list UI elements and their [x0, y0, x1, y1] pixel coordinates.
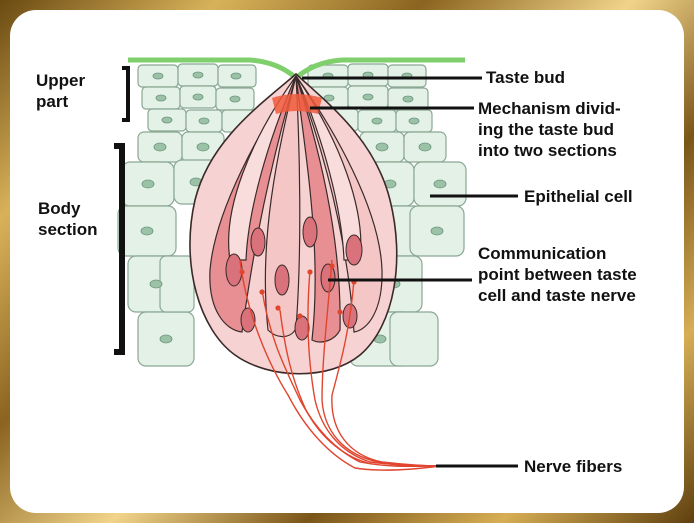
label-taste-bud: Taste bud — [486, 67, 565, 88]
diagram-panel: Upper part Body section Taste bud Mechan… — [10, 10, 684, 513]
bracket-upper-part — [122, 68, 128, 120]
label-mechanism: Mechanism divid- ing the taste bud into … — [478, 98, 621, 161]
label-communication-point: Communication point between taste cell a… — [478, 243, 637, 306]
label-upper-part: Upper part — [36, 70, 85, 112]
label-nerve-fibers: Nerve fibers — [524, 456, 622, 477]
label-epithelial-cell: Epithelial cell — [524, 186, 633, 207]
label-body-section: Body section — [38, 198, 98, 240]
pore-mechanism — [272, 94, 322, 114]
